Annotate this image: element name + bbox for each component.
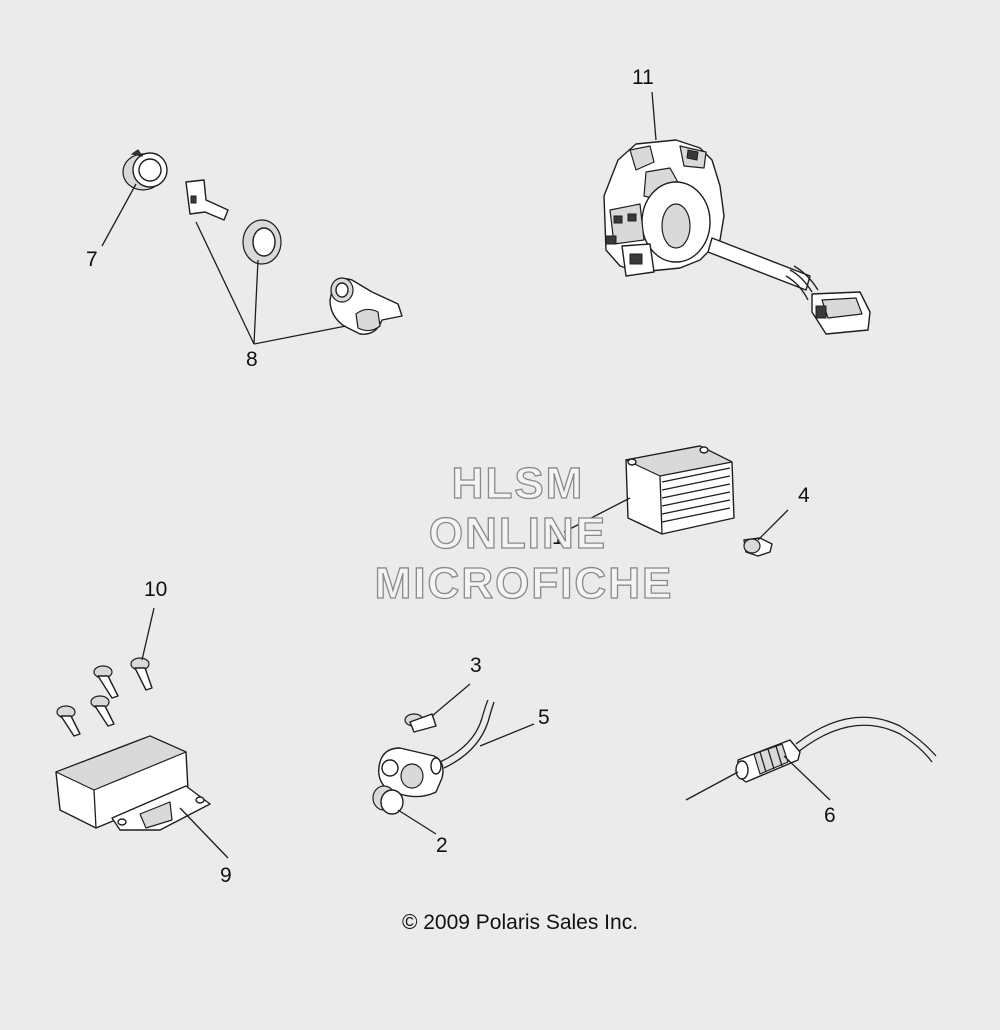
part-9-module xyxy=(55,735,211,831)
callout-3: 3 xyxy=(470,654,482,677)
part-2-grommet xyxy=(372,785,404,815)
callout-1: 1 xyxy=(552,526,564,549)
watermark: HLSM ONLINE MICROFICHE xyxy=(374,458,674,608)
callout-6: 6 xyxy=(824,804,836,827)
part-7-cap xyxy=(122,149,168,191)
part-5-sensor xyxy=(377,699,495,798)
watermark-line-3: MICROFICHE xyxy=(375,559,674,608)
part-8-key xyxy=(185,179,229,221)
callout-11: 11 xyxy=(632,66,654,89)
part-6-temp-sensor xyxy=(735,716,937,783)
callout-2: 2 xyxy=(436,834,448,857)
callout-7: 7 xyxy=(86,248,98,271)
callout-4: 4 xyxy=(798,484,810,507)
part-3-bolt xyxy=(404,713,437,733)
callout-10: 10 xyxy=(144,578,167,601)
callout-numbers: 7 8 11 1 4 10 9 3 5 2 6 xyxy=(86,66,836,887)
callout-8: 8 xyxy=(246,348,258,371)
watermark-line-1: HLSM xyxy=(452,459,585,508)
part-8-bezel xyxy=(242,219,282,265)
part-4-screw xyxy=(743,537,773,557)
callout-9: 9 xyxy=(220,864,232,887)
part-8-ignition-switch xyxy=(329,277,403,335)
copyright-notice: © 2009 Polaris Sales Inc. xyxy=(402,911,638,934)
leader-lines xyxy=(101,91,831,859)
part-11-handlebar-switch xyxy=(603,139,871,335)
watermark-line-2: ONLINE xyxy=(429,509,607,558)
part-1-regulator xyxy=(625,445,735,535)
callout-5: 5 xyxy=(538,706,550,729)
part-10-screws xyxy=(56,657,153,737)
